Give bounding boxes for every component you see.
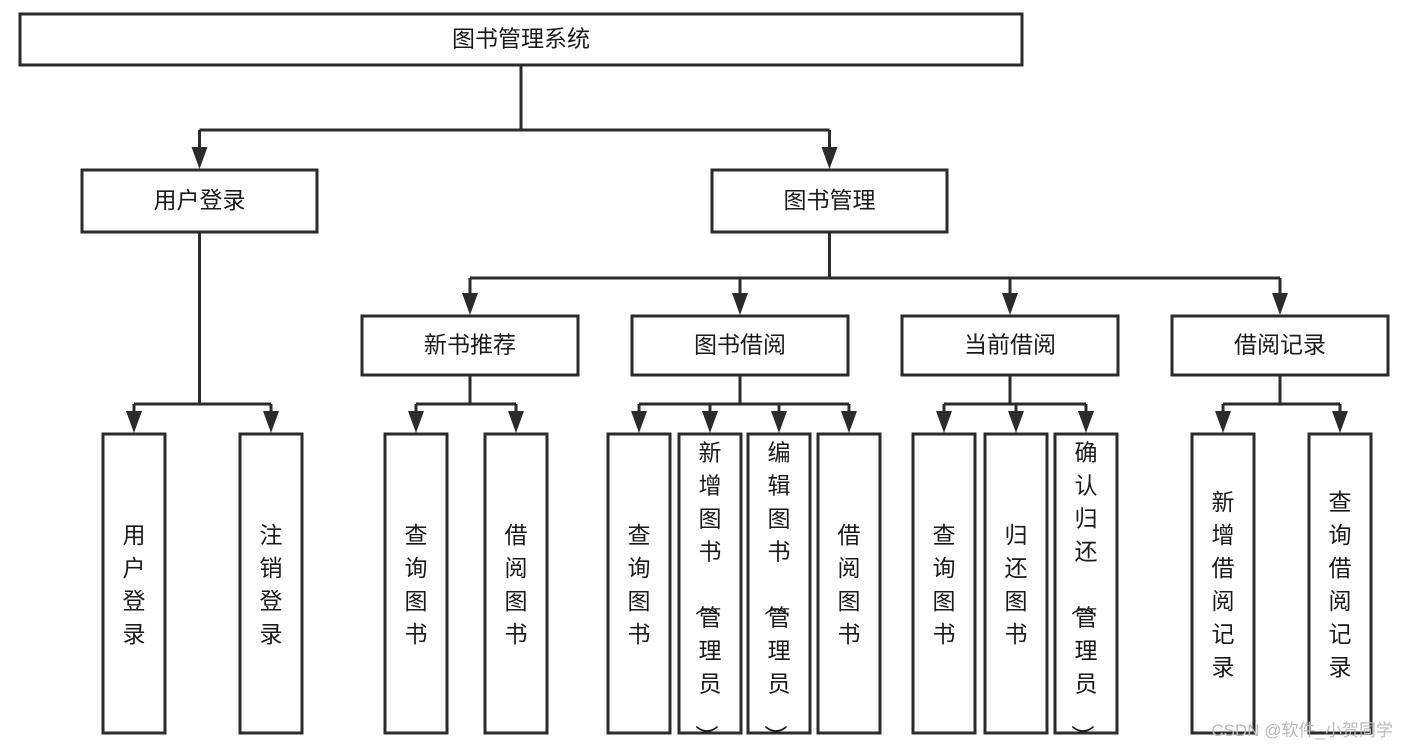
- edge-group-root: [191, 65, 838, 169]
- node-l-login[interactable]: 用户登录: [101, 432, 167, 735]
- node-records[interactable]: 借阅记录: [1170, 314, 1390, 377]
- node-box-b-add[interactable]: [677, 432, 743, 735]
- node-label-n-query: 查询图书: [405, 522, 428, 647]
- node-box-r-query[interactable]: [1307, 432, 1373, 735]
- node-label-l-logout: 注销登录: [260, 522, 283, 647]
- node-box-c-query[interactable]: [911, 432, 977, 735]
- node-c-confirm[interactable]: 确认归还（管理员）: [1053, 432, 1119, 747]
- node-box-borrow[interactable]: [630, 314, 850, 377]
- edge-group-records: [1215, 375, 1348, 433]
- node-current[interactable]: 当前借阅: [900, 314, 1120, 377]
- node-box-b-query[interactable]: [606, 432, 672, 735]
- node-box-login[interactable]: [80, 168, 319, 234]
- node-layer: 图书管理系统用户登录图书管理新书推荐图书借阅当前借阅借阅记录用户登录注销登录查询…: [18, 12, 1390, 747]
- node-box-l-logout[interactable]: [238, 432, 304, 735]
- node-label-login: 用户登录: [154, 187, 246, 213]
- watermark: CSDN @软件_小贺同学: [1211, 721, 1393, 740]
- node-box-bookmgmt[interactable]: [710, 168, 949, 234]
- edge-group-borrow: [631, 375, 857, 433]
- node-r-add[interactable]: 新增借阅记录: [1190, 432, 1256, 735]
- node-box-n-borrow[interactable]: [483, 432, 549, 735]
- node-b-add[interactable]: 新增图书（管理员）: [677, 432, 743, 747]
- node-label-root: 图书管理系统: [452, 26, 590, 52]
- node-label-b-edit: 编辑图书（管理员）: [763, 440, 791, 747]
- node-box-newbook[interactable]: [360, 314, 580, 377]
- node-label-bookmgmt: 图书管理: [784, 187, 876, 213]
- node-newbook[interactable]: 新书推荐: [360, 314, 580, 377]
- node-box-l-login[interactable]: [101, 432, 167, 735]
- node-box-r-add[interactable]: [1190, 432, 1256, 735]
- node-c-return[interactable]: 归还图书: [983, 432, 1049, 735]
- node-label-r-query: 查询借阅记录: [1329, 489, 1352, 680]
- node-label-c-return: 归还图书: [1005, 522, 1028, 647]
- node-box-c-return[interactable]: [983, 432, 1049, 735]
- node-label-r-add: 新增借阅记录: [1212, 489, 1235, 680]
- node-n-borrow[interactable]: 借阅图书: [483, 432, 549, 735]
- node-box-b-lend[interactable]: [816, 432, 882, 735]
- edge-group-bookmgmt: [462, 232, 1288, 315]
- edge-group-newbook: [408, 375, 524, 433]
- node-box-b-edit[interactable]: [746, 432, 812, 735]
- node-box-c-confirm[interactable]: [1053, 432, 1119, 735]
- node-l-logout[interactable]: 注销登录: [238, 432, 304, 735]
- node-label-b-add: 新增图书（管理员）: [694, 440, 722, 747]
- edge-group-current: [936, 375, 1094, 433]
- node-box-root[interactable]: [18, 12, 1024, 67]
- node-label-b-query: 查询图书: [628, 522, 651, 647]
- node-label-current: 当前借阅: [964, 332, 1056, 358]
- node-b-edit[interactable]: 编辑图书（管理员）: [746, 432, 812, 747]
- node-box-records[interactable]: [1170, 314, 1390, 377]
- node-login[interactable]: 用户登录: [80, 168, 319, 234]
- node-box-current[interactable]: [900, 314, 1120, 377]
- node-n-query[interactable]: 查询图书: [383, 432, 449, 735]
- edge-group-login: [126, 232, 279, 433]
- node-label-c-confirm: 确认归还（管理员）: [1070, 440, 1098, 747]
- node-label-c-query: 查询图书: [933, 522, 956, 647]
- node-borrow[interactable]: 图书借阅: [630, 314, 850, 377]
- node-box-n-query[interactable]: [383, 432, 449, 735]
- edge-layer: [126, 65, 1348, 433]
- node-r-query[interactable]: 查询借阅记录: [1307, 432, 1373, 735]
- node-label-records: 借阅记录: [1234, 332, 1326, 358]
- node-c-query[interactable]: 查询图书: [911, 432, 977, 735]
- node-label-n-borrow: 借阅图书: [505, 522, 528, 647]
- node-root[interactable]: 图书管理系统: [18, 12, 1024, 67]
- node-b-lend[interactable]: 借阅图书: [816, 432, 882, 735]
- node-b-query[interactable]: 查询图书: [606, 432, 672, 735]
- node-bookmgmt[interactable]: 图书管理: [710, 168, 949, 234]
- node-label-borrow: 图书借阅: [694, 332, 786, 358]
- node-label-l-login: 用户登录: [123, 522, 146, 647]
- node-label-b-lend: 借阅图书: [838, 522, 861, 647]
- node-label-newbook: 新书推荐: [424, 332, 516, 358]
